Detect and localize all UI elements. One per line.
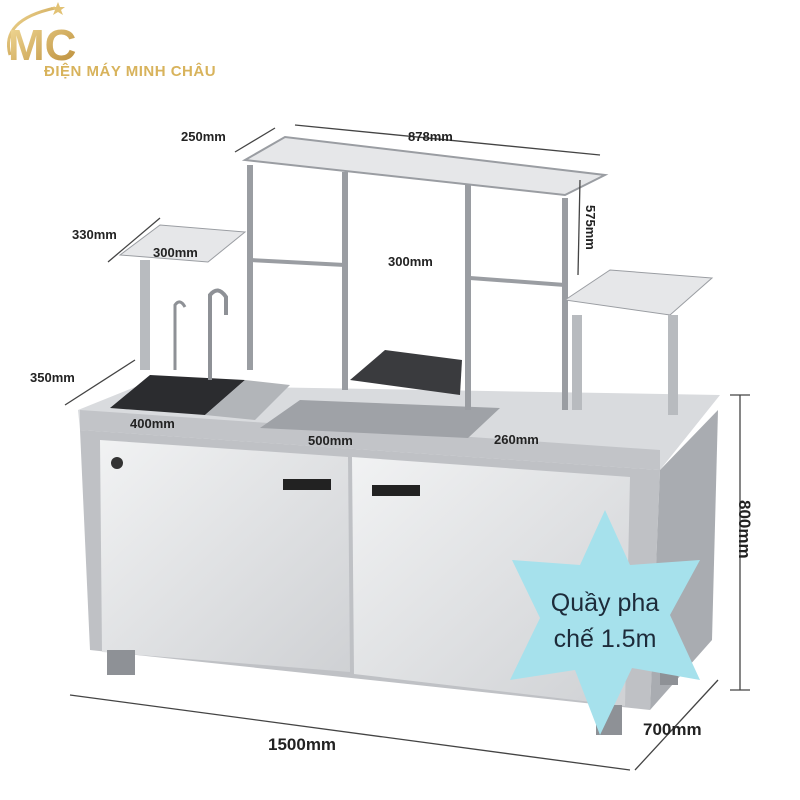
dim-top-shelf-depth: 250mm [181, 129, 226, 144]
brand-badge-icon [111, 457, 123, 469]
brand-name: ĐIỆN MÁY MINH CHÂU [44, 63, 217, 80]
dim-counter-height: 800mm [735, 500, 754, 559]
dim-shelf-height: 575mm [583, 205, 598, 250]
dim-sink-side: 350mm [30, 370, 75, 385]
badge-line-2: chế 1.5m [553, 625, 657, 653]
dim-basin-depth: 260mm [494, 432, 539, 447]
dim-counter-depth: 700mm [643, 720, 702, 739]
faucet [208, 288, 228, 380]
logo-mark: MC [7, 2, 76, 70]
drain-board [205, 380, 290, 420]
upper-shelf [241, 135, 609, 410]
dim-middle-opening: 300mm [388, 254, 433, 269]
dim-left-shelf-height: 330mm [72, 227, 117, 242]
right-handle [372, 485, 420, 496]
sink [110, 375, 245, 415]
basin [260, 400, 500, 438]
dim-sink-width: 400mm [130, 416, 175, 431]
dimension-lines [64, 124, 750, 771]
dim-left-shelf-width: 300mm [153, 245, 198, 260]
dim-counter-width: 1500mm [268, 735, 337, 754]
svg-text:MC: MC [8, 21, 76, 70]
badge-star [510, 510, 700, 735]
left-door [100, 440, 350, 672]
dim-top-shelf-width: 878mm [408, 129, 453, 144]
badge-label: Quầy pha chế 1.5m [520, 585, 690, 657]
left-handle [283, 479, 331, 490]
dim-basin-width: 500mm [308, 433, 353, 448]
badge-line-1: Quầy pha [550, 589, 660, 617]
